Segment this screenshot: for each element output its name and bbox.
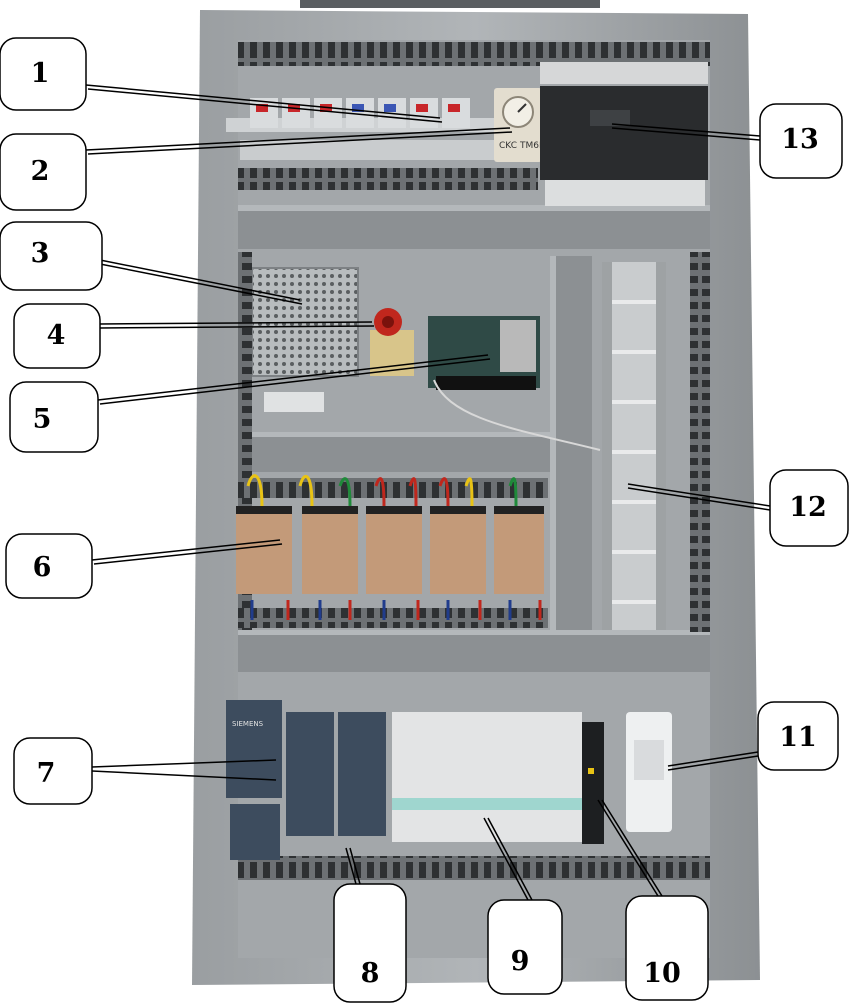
bottom-section: SIEMENS — [226, 700, 710, 880]
callout-line-12b — [627, 487, 771, 511]
callout-boxes: 1 2 3 4 5 6 7 8 — [0, 37, 849, 1003]
callout-label-10: 10 — [625, 895, 709, 1001]
callout-text-5: 5 — [33, 404, 52, 435]
callout-line-1b — [87, 88, 443, 123]
callout-text-13: 13 — [781, 124, 819, 155]
solid-state-relays — [236, 506, 544, 594]
callout-line-13b — [611, 127, 761, 141]
callout-line-2b — [87, 131, 513, 155]
callout-line-10 — [597, 799, 659, 897]
callout-text-1: 1 — [31, 58, 50, 89]
callout-line-1 — [85, 84, 441, 119]
callout-label-13: 13 — [759, 103, 843, 179]
contactor-brand-text: SIEMENS — [232, 720, 264, 728]
callout-text-3: 3 — [31, 238, 50, 269]
terminal-block-strip — [602, 262, 666, 630]
callout-line-7b — [91, 770, 277, 781]
callout-line-5 — [97, 354, 489, 401]
callout-label-7: 7 — [13, 737, 93, 805]
callout-label-2: 2 — [0, 133, 87, 211]
callout-line-9b — [487, 817, 533, 901]
callout-text-10: 10 — [643, 958, 681, 989]
timer-model-text: TM6N — [519, 141, 546, 151]
callout-text-9: 9 — [511, 946, 530, 977]
callout-line-3b — [99, 263, 303, 305]
callout-line-2 — [85, 127, 511, 151]
callout-label-5: 5 — [9, 381, 99, 453]
callout-label-8: 8 — [333, 883, 407, 1003]
callout-label-11: 11 — [757, 701, 839, 771]
callout-line-8b — [349, 847, 361, 885]
callout-text-7: 7 — [37, 758, 56, 789]
callout-lines — [85, 84, 771, 901]
callout-line-13 — [611, 123, 761, 137]
callout-line-10b — [601, 799, 663, 897]
callout-label-9: 9 — [487, 899, 563, 995]
callout-label-12: 12 — [769, 469, 849, 547]
callout-text-2: 2 — [31, 156, 50, 187]
wiring — [246, 379, 601, 620]
callout-line-6b — [93, 543, 283, 565]
callout-line-11b — [667, 755, 759, 771]
callout-label-6: 6 — [5, 533, 93, 599]
callout-text-11: 11 — [779, 722, 817, 753]
callout-line-5b — [99, 358, 491, 405]
callout-line-4 — [99, 321, 373, 325]
callout-line-6 — [91, 539, 281, 561]
timer-brand-text: CKC — [499, 141, 517, 151]
callout-line-8 — [345, 847, 357, 885]
analog-timer: CKC TM6N — [494, 88, 546, 162]
callout-text-4: 4 — [47, 320, 66, 351]
callout-label-1: 1 — [0, 37, 87, 111]
callout-line-12 — [627, 483, 771, 507]
callout-label-4: 4 — [13, 303, 101, 369]
callout-line-3 — [99, 259, 301, 301]
callout-line-9 — [483, 817, 529, 901]
callout-text-8: 8 — [361, 958, 380, 989]
callout-line-11 — [667, 751, 759, 767]
top-wire-duct — [238, 42, 710, 249]
callout-line-4b — [99, 325, 375, 329]
callout-label-3: 3 — [0, 221, 103, 291]
callout-text-12: 12 — [789, 492, 827, 523]
middle-wire-ducts — [238, 252, 710, 672]
control-board — [428, 316, 540, 390]
callout-text-6: 6 — [33, 552, 52, 583]
callout-line-7 — [91, 759, 277, 768]
